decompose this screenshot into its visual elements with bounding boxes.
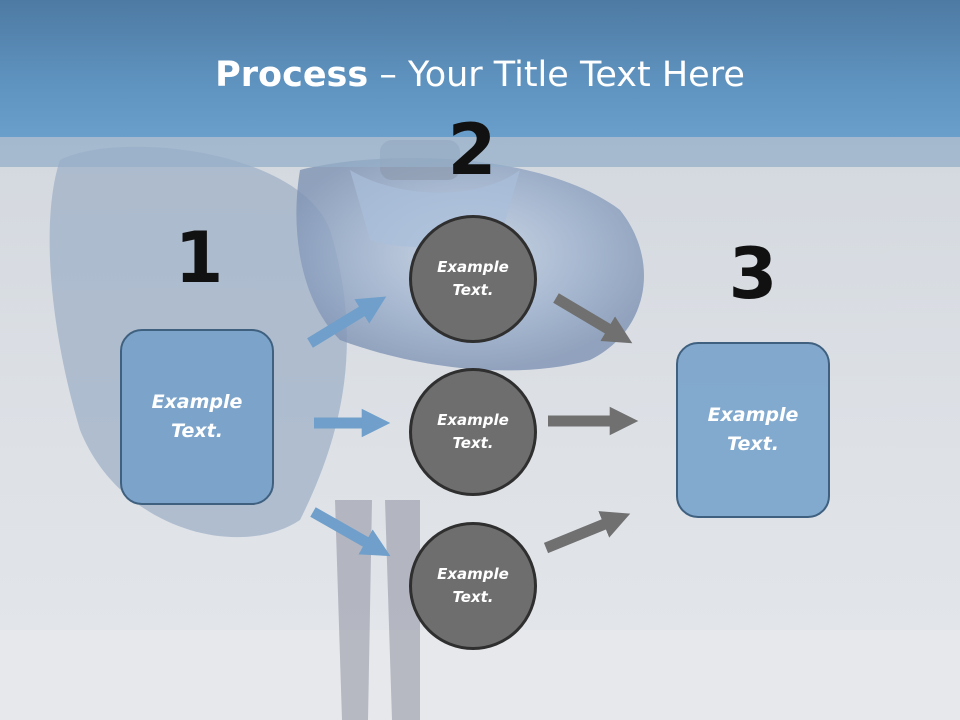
step-number-1: 1: [174, 217, 224, 299]
step-1-box[interactable]: Example Text.: [120, 329, 274, 505]
step-3-text-line1: Example: [707, 404, 799, 426]
node-bottom-text-line1: Example: [437, 565, 509, 583]
step-2-node-top[interactable]: Example Text.: [409, 215, 537, 343]
title-bar: [0, 0, 960, 137]
slide-title[interactable]: Process – Your Title Text Here: [0, 50, 960, 100]
title-strip: [0, 137, 960, 167]
step-number-3: 3: [728, 233, 778, 315]
node-top-text-line1: Example: [437, 258, 509, 276]
arrow-bottom-to-3: [543, 511, 631, 554]
step-number-2: 2: [447, 109, 497, 191]
step-1-text-line1: Example: [151, 391, 243, 413]
node-top-text: Example Text.: [428, 256, 518, 302]
node-bottom-text: Example Text.: [428, 563, 518, 609]
node-middle-text-line1: Example: [437, 411, 509, 429]
step-1-text-line2: Text.: [171, 420, 223, 442]
node-top-text-line2: Text.: [452, 281, 494, 299]
node-bottom-text-line2: Text.: [452, 588, 494, 606]
step-1-text: Example Text.: [137, 388, 257, 446]
step-3-text: Example Text.: [693, 401, 813, 459]
step-3-box[interactable]: Example Text.: [676, 342, 830, 518]
arrow-1-to-top: [307, 296, 387, 348]
title-rest-part: – Your Title Text Here: [368, 55, 745, 95]
step-3-text-line2: Text.: [727, 433, 779, 455]
title-bold-part: Process: [215, 55, 369, 95]
arrow-top-to-3: [553, 293, 633, 344]
step-2-node-middle[interactable]: Example Text.: [409, 368, 537, 496]
arrow-1-to-bottom: [310, 507, 391, 557]
node-middle-text: Example Text.: [428, 409, 518, 455]
node-middle-text-line2: Text.: [452, 434, 494, 452]
step-2-node-bottom[interactable]: Example Text.: [409, 522, 537, 650]
